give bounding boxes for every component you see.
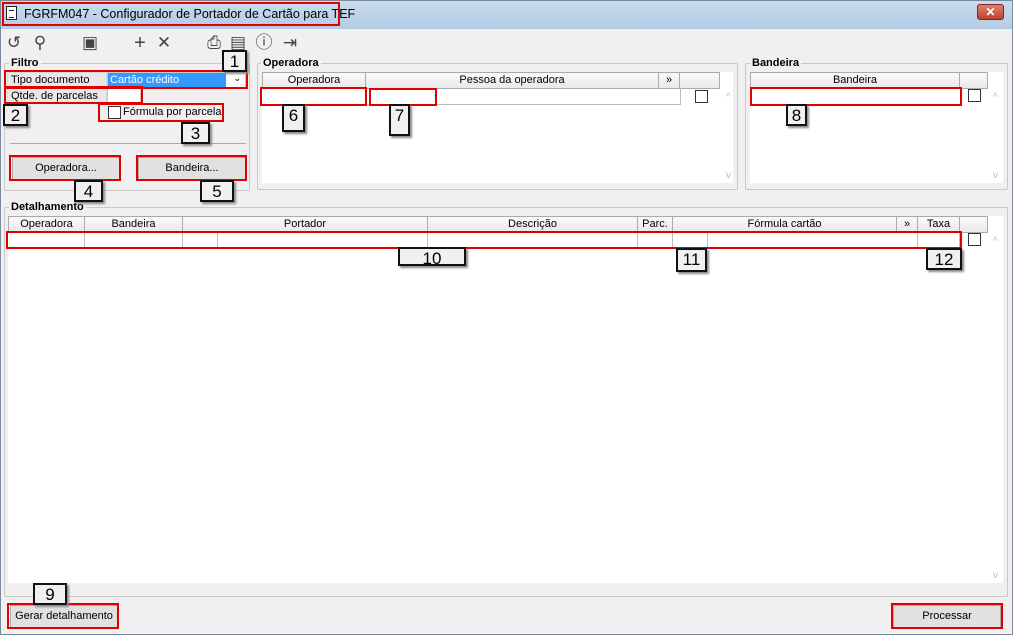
print-icon[interactable]: ⎙: [207, 33, 221, 52]
col-parc[interactable]: Parc.: [638, 216, 673, 233]
col-pessoa-operadora[interactable]: Pessoa da operadora: [366, 72, 659, 89]
operadora-grid: [262, 72, 733, 183]
scroll-down-icon[interactable]: v: [726, 170, 731, 181]
gerar-detalhamento-button[interactable]: Gerar detalhamento: [10, 605, 118, 628]
tipo-documento-select[interactable]: Cartão crédito ⌄: [107, 72, 246, 88]
annotation-4: 4: [74, 180, 103, 202]
exit-icon[interactable]: ⇥: [282, 33, 298, 52]
annotation-8: 8: [786, 104, 807, 126]
annotation-9: 9: [33, 583, 67, 605]
annotation-11: 11: [676, 248, 707, 272]
add-icon[interactable]: +: [134, 32, 146, 54]
annotation-6: 6: [282, 104, 305, 132]
highlight-title: [2, 2, 340, 26]
annotation-10: 10: [398, 247, 466, 268]
highlight-4: [9, 155, 121, 181]
grid-cell[interactable]: [366, 88, 681, 105]
scroll-up-icon[interactable]: ^: [726, 92, 731, 103]
col-operadora[interactable]: Operadora: [8, 216, 85, 233]
col-select[interactable]: [960, 72, 988, 89]
formula-por-parcela-checkbox[interactable]: [108, 106, 121, 119]
bandeira-title: Bandeira: [750, 57, 802, 69]
tipo-documento-value: Cartão crédito: [108, 73, 226, 87]
calendar-icon[interactable]: ▤: [229, 33, 247, 52]
save-icon[interactable]: ▣: [81, 33, 99, 52]
undo-icon[interactable]: ↺: [6, 33, 22, 52]
detalhamento-group: [4, 207, 1008, 597]
highlight-2: [4, 86, 143, 104]
detalhamento-title: Detalhamento: [9, 201, 86, 213]
scroll-down-icon[interactable]: v: [993, 570, 998, 581]
col-expand[interactable]: »: [659, 72, 680, 89]
highlight-1: [4, 70, 248, 89]
annotation-12: 12: [926, 248, 962, 270]
search-icon[interactable]: ⚲: [33, 33, 47, 52]
highlight-5: [136, 155, 247, 181]
annotation-7: 7: [389, 104, 410, 136]
filtro-group: [4, 63, 250, 191]
row-checkbox[interactable]: [968, 233, 981, 246]
document-icon: [6, 6, 17, 20]
delete-icon[interactable]: ✕: [156, 33, 172, 52]
filtro-title: Filtro: [9, 57, 41, 69]
highlight-10: [6, 231, 962, 249]
operadora-title: Operadora: [261, 57, 321, 69]
annotation-1: 1: [222, 50, 247, 72]
scroll-up-icon[interactable]: ^: [993, 92, 998, 103]
scroll-up-icon[interactable]: ^: [993, 236, 998, 247]
formula-por-parcela-label: Fórmula por parcela: [123, 106, 222, 118]
highlight-6: [260, 87, 367, 106]
highlight-processar: [891, 603, 1003, 629]
col-operadora[interactable]: Operadora: [262, 72, 366, 89]
operadora-group: [257, 63, 738, 190]
annotation-3: 3: [181, 122, 210, 144]
close-button[interactable]: ✕: [977, 4, 1004, 20]
highlight-9: [7, 603, 119, 629]
annotation-5: 5: [200, 180, 234, 202]
bandeira-group: [745, 63, 1008, 190]
window-title: FGRFM047 - Configurador de Portador de C…: [24, 7, 356, 21]
annotation-2: 2: [3, 104, 28, 126]
help-icon[interactable]: ⓘ: [255, 33, 273, 52]
col-select[interactable]: [960, 216, 988, 233]
row-checkbox[interactable]: [968, 89, 981, 102]
highlight-3: [98, 103, 224, 122]
chevron-down-icon: ⌄: [233, 73, 241, 83]
col-formula-cartao[interactable]: Fórmula cartão: [673, 216, 897, 233]
highlight-8: [750, 87, 962, 106]
col-taxa[interactable]: Taxa: [918, 216, 960, 233]
separator: [10, 143, 246, 144]
operadora-button[interactable]: Operadora...: [12, 157, 120, 180]
col-select[interactable]: [680, 72, 720, 89]
scroll-down-icon[interactable]: v: [993, 170, 998, 181]
row-checkbox[interactable]: [695, 90, 708, 103]
detalhamento-grid: [8, 216, 1003, 583]
